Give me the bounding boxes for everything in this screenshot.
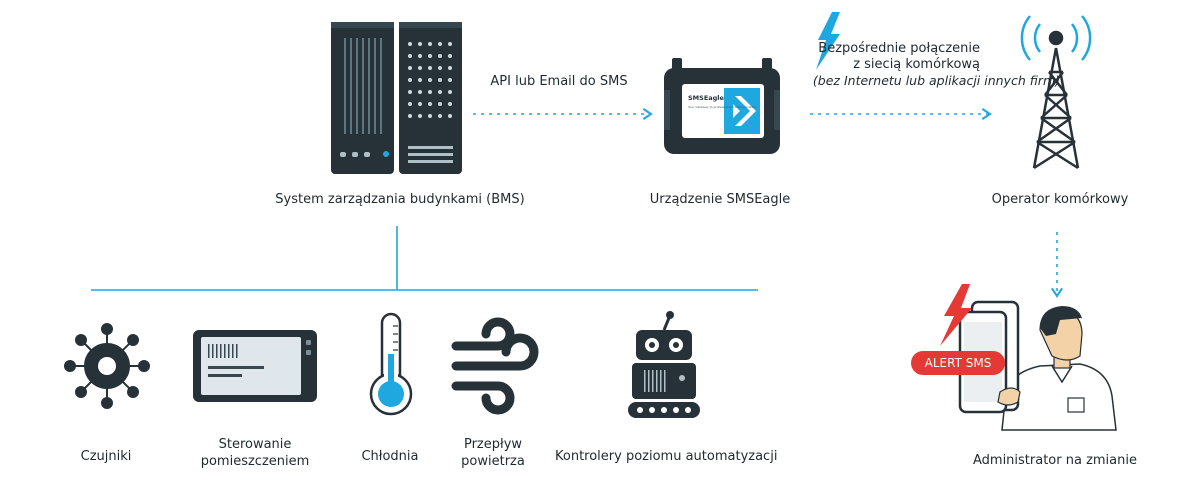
device-label-automation: Kontrolery poziomu automatyzacji bbox=[555, 449, 778, 464]
device-label-room-control-l1: Sterowanie bbox=[218, 437, 292, 452]
administrator-icon bbox=[1001, 306, 1117, 431]
operator-label: Operator komórkowy bbox=[991, 192, 1129, 207]
device-label-cooler: Chłodnia bbox=[361, 449, 419, 464]
bms-label: System zarządzania budynkami (BMS) bbox=[275, 192, 525, 207]
automation-robot-icon bbox=[628, 311, 700, 418]
device-label-room-control-l2: pomieszczeniem bbox=[200, 454, 310, 469]
smseagle-label: Urządzenie SMSEagle bbox=[649, 192, 791, 207]
airflow-icon bbox=[451, 317, 539, 415]
alert-sms-badge-label: ALERT SMS bbox=[924, 356, 992, 370]
room-control-tablet-icon bbox=[193, 330, 317, 402]
edge-bms-to-smseagle-label: API lub Email do SMS bbox=[490, 74, 628, 89]
admin-label: Administrator na zmianie bbox=[972, 453, 1137, 468]
device-label-airflow-l2: powietrza bbox=[461, 454, 525, 469]
edge-operator-line2: z siecią komórkową bbox=[853, 57, 980, 72]
device-label-airflow-l1: Przepływ bbox=[463, 437, 523, 452]
smseagle-screen-brand: SMSEagle bbox=[688, 94, 725, 102]
edge-operator-line3: (bez Internetu lub aplikacji innych firm… bbox=[812, 73, 1060, 88]
smseagle-screen-tagline: Your Gateway to professional Communicati… bbox=[688, 105, 756, 109]
alert-sms-badge bbox=[911, 351, 1005, 375]
device-label-sensors: Czujniki bbox=[80, 449, 132, 464]
smseagle-device-icon: SMSEagle Your Gateway to professional Co… bbox=[664, 58, 780, 154]
bms-device-bus bbox=[91, 226, 758, 291]
edge-operator-line1: Bezpośrednie połączenie bbox=[818, 41, 980, 56]
server-rack-icon bbox=[331, 22, 462, 174]
lightning-bolt-icon bbox=[816, 12, 840, 70]
alert-lightning-icon bbox=[940, 284, 972, 346]
thermometer-icon bbox=[369, 312, 413, 416]
cell-tower-icon bbox=[1020, 15, 1092, 170]
sensor-node-icon bbox=[64, 323, 150, 409]
